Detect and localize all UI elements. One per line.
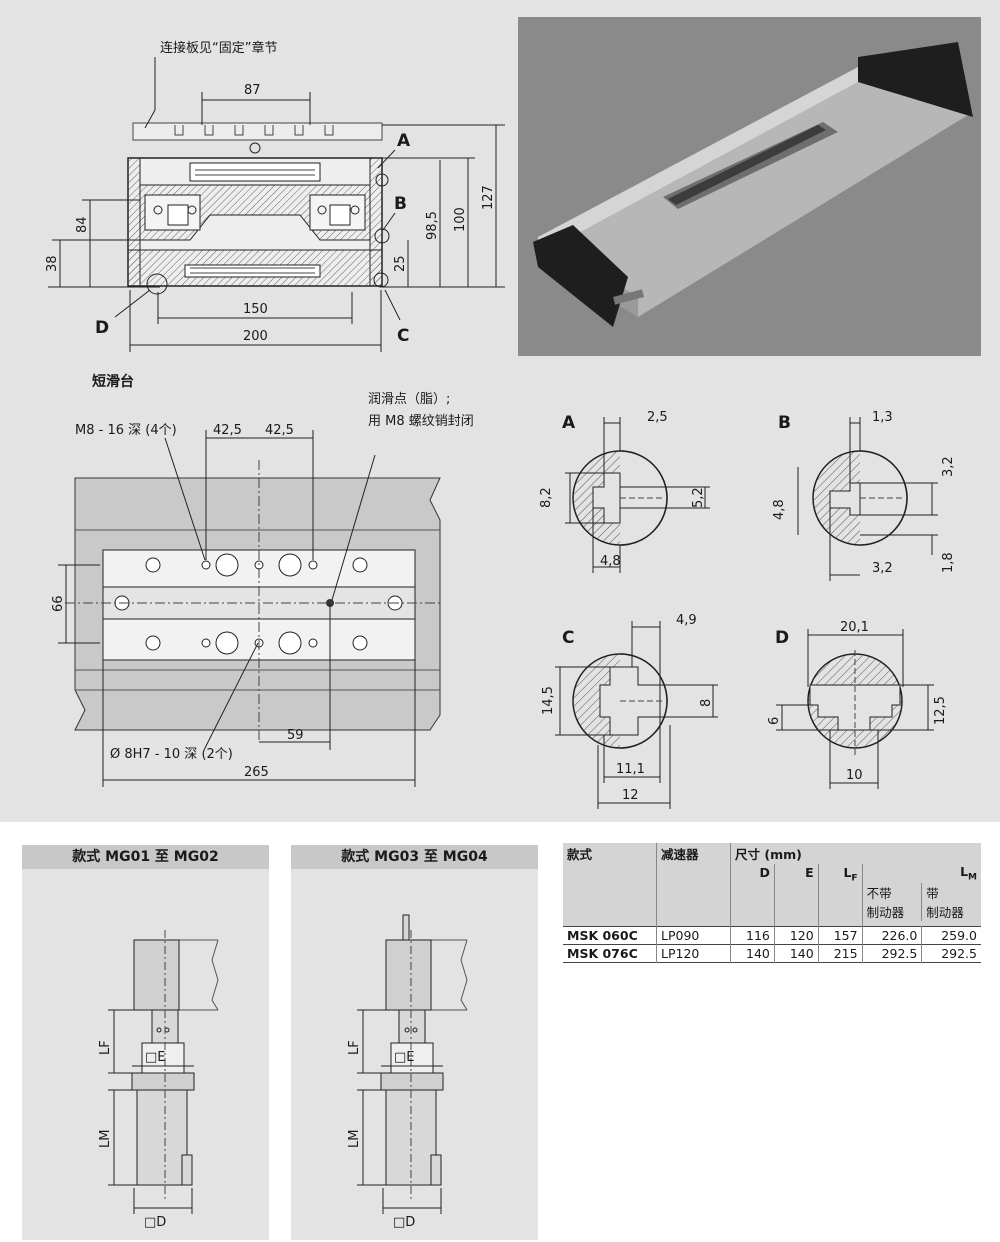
variant-drawing-mg03: LF LM □E □D: [347, 914, 468, 1230]
lm-label-mg01: LM: [98, 1130, 113, 1148]
detail-b-w-top: 1,3: [872, 410, 893, 425]
actuator-render: [533, 42, 973, 327]
th-lm: LM: [960, 864, 977, 883]
detail-d-w-bottom: 10: [846, 768, 863, 783]
detail-c-w1: 11,1: [616, 762, 645, 777]
th-dims: 尺寸 (mm): [735, 847, 802, 862]
d-label-mg03: □D: [393, 1215, 415, 1230]
table-row: MSK 060C LP090 116 120 157 226.0 259.0: [563, 926, 981, 944]
detail-b-h-small: 1,8: [941, 552, 956, 573]
short-slide-title: 短滑台: [92, 374, 134, 390]
spec-table: 款式 减速器 尺寸 (mm) D E LF LM 不带制动器 带制动器 MSK …: [563, 843, 981, 963]
detail-b-w-bottom: 3,2: [872, 561, 893, 576]
th-e: E: [774, 864, 819, 926]
detail-c-h-right: 8: [699, 699, 714, 707]
label-a: A: [397, 131, 411, 151]
lm-label-mg03: LM: [347, 1130, 362, 1148]
th-no-brake: 不带制动器: [863, 882, 923, 921]
th-lf: LF: [818, 864, 863, 926]
th-lm-group: LM 不带制动器 带制动器: [862, 864, 981, 926]
th-model: 款式: [563, 843, 657, 926]
product-photo: [518, 17, 981, 356]
th-reducer: 减速器: [656, 843, 731, 926]
detail-a-label: A: [562, 413, 576, 433]
detail-b-h-right: 3,2: [941, 456, 956, 477]
dim-98-5: 98,5: [425, 211, 440, 240]
dim-42-5-left: 42,5: [213, 423, 242, 438]
detail-a-w-top: 2,5: [647, 410, 668, 425]
detail-a-w-bottom: 4,8: [600, 554, 621, 569]
variant-title-mg03: 款式 MG03 至 MG04: [291, 845, 538, 869]
detail-a-h-left: 8,2: [539, 487, 554, 508]
dim-25: 25: [393, 255, 408, 272]
detail-d-label: D: [775, 628, 789, 648]
dim-150: 150: [243, 302, 268, 317]
label-b: B: [394, 194, 407, 214]
detail-d-w-top: 20,1: [840, 620, 869, 635]
dim-38: 38: [45, 255, 60, 272]
detail-a: A 2,5 8,2 5,2 4,8: [539, 410, 710, 573]
label-c: C: [397, 326, 409, 346]
short-slide-drawing: M8 - 16 深 (4个) 润滑点（脂）; 用 M8 螺纹销封闭 42,5 4…: [51, 392, 474, 787]
dim-127: 127: [481, 185, 496, 210]
cross-section-drawing: 连接板见“固定”章节 87 84 38 150 200 25 98,5 100 …: [45, 40, 505, 352]
dim-265: 265: [244, 765, 269, 780]
detail-c-label: C: [562, 628, 574, 648]
note-connecting-plate: 连接板见“固定”章节: [160, 40, 277, 56]
e-label-mg01: □E: [145, 1050, 166, 1065]
detail-b: B 1,3 4,8 3,2 3,2 1,8: [772, 410, 956, 581]
note-pin-hole: Ø 8H7 - 10 深 (2个): [110, 747, 233, 762]
note-lube-line1: 润滑点（脂）;: [368, 392, 450, 407]
note-m8-thread: M8 - 16 深 (4个): [75, 423, 177, 438]
detail-c-w-top: 4,9: [676, 613, 697, 628]
variant-title-mg01: 款式 MG01 至 MG02: [22, 845, 269, 869]
lf-label-mg01: LF: [98, 1040, 113, 1055]
detail-a-h-right: 5,2: [691, 487, 706, 508]
dim-59: 59: [287, 728, 304, 743]
variant-drawing-mg01: LF LM □E □D: [98, 930, 219, 1230]
dim-87: 87: [244, 83, 261, 98]
detail-c-h-left: 14,5: [541, 686, 556, 715]
dim-100: 100: [453, 207, 468, 232]
d-label-mg01: □D: [144, 1215, 166, 1230]
label-d: D: [95, 318, 109, 338]
detail-d-h-right: 12,5: [933, 696, 948, 725]
th-brake: 带制动器: [926, 885, 964, 920]
dim-84: 84: [75, 216, 90, 233]
e-label-mg03: □E: [394, 1050, 415, 1065]
dim-66: 66: [51, 595, 66, 612]
detail-c: C 4,9 14,5 8 11,1 12: [541, 613, 718, 809]
detail-d: D 20,1 6 12,5 10: [767, 620, 948, 789]
detail-d-h-left: 6: [767, 717, 782, 725]
dim-200: 200: [243, 329, 268, 344]
table-row: MSK 076C LP120 140 140 215 292.5 292.5: [563, 944, 981, 962]
note-lube-line2: 用 M8 螺纹销封闭: [368, 414, 474, 429]
lf-label-mg03: LF: [347, 1040, 362, 1055]
detail-views: A 2,5 8,2 5,2 4,8 B 1,3 4,8 3,2 3,2 1,8: [539, 410, 956, 809]
detail-b-h-left: 4,8: [772, 499, 787, 520]
th-d: D: [730, 864, 775, 926]
detail-b-label: B: [778, 413, 791, 433]
detail-c-w2: 12: [622, 788, 639, 803]
dim-42-5-right: 42,5: [265, 423, 294, 438]
